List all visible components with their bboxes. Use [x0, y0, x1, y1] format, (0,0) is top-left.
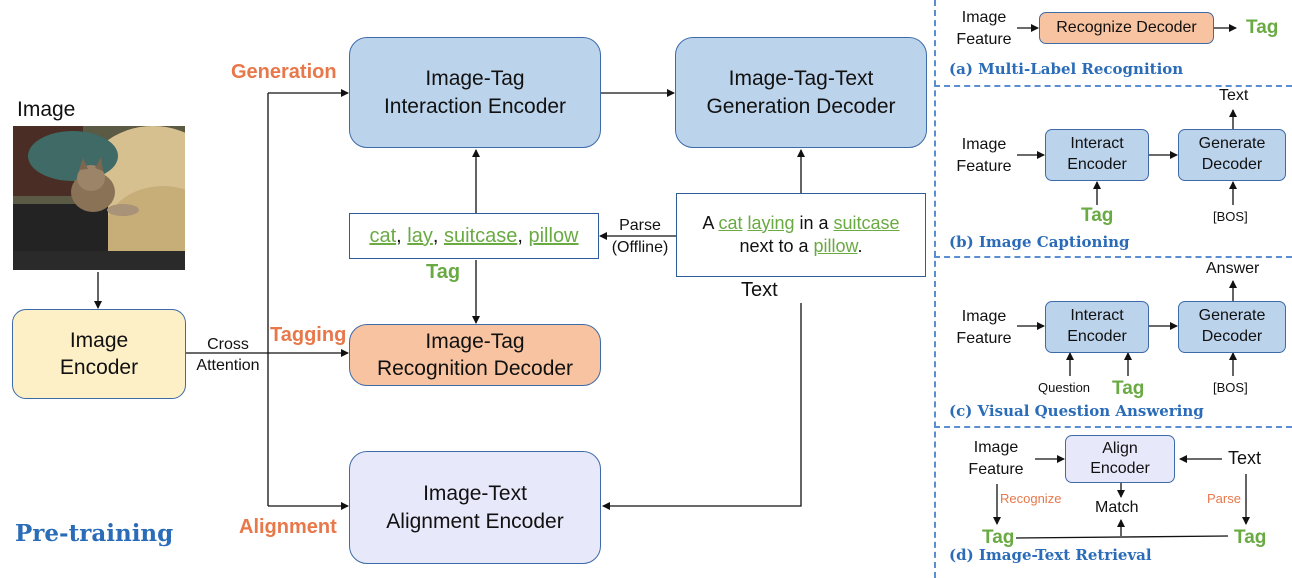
arrow-text-to-alignment — [602, 303, 802, 510]
d-image-feature-label: Image Feature — [968, 439, 1024, 478]
tags-box: cat, lay, suitcase, pillow — [349, 213, 599, 259]
caption-word-suitcase: suitcase — [833, 212, 900, 233]
caption-part: A — [702, 212, 719, 233]
caption-word-laying: laying — [747, 212, 795, 233]
d-text-label: Text — [1228, 448, 1262, 468]
alignment-label: Alignment — [239, 516, 337, 538]
b-text-output: Text — [1219, 87, 1249, 104]
d-tag-left: Tag — [982, 527, 1015, 548]
cross-attention-label: Cross Attention — [196, 336, 260, 374]
caption-part: in a — [794, 212, 834, 233]
c-image-feature-label: Image Feature — [956, 308, 1012, 347]
panel-divider-b — [934, 256, 1292, 258]
a-image-feature-label: Image Feature — [956, 9, 1012, 48]
caption-word-cat: cat — [718, 212, 743, 233]
tag-lay: lay — [407, 225, 433, 247]
image-encoder-box: Image Encoder — [12, 309, 186, 399]
c-question-label: Question — [1038, 380, 1091, 395]
d-tag-right: Tag — [1234, 527, 1267, 548]
d-parse-label: Parse — [1207, 491, 1241, 506]
caption-line-2: next to a pillow. — [739, 235, 862, 258]
c-interact-encoder-box: Interact Encoder — [1045, 301, 1149, 353]
c-generate-decoder-box: Generate Decoder — [1178, 301, 1286, 353]
alignment-encoder-box: Image-Text Alignment Encoder — [349, 451, 601, 564]
text-label: Text — [741, 279, 778, 301]
caption-part: next to a — [739, 236, 814, 256]
b-bos-label: [BOS] — [1213, 209, 1248, 224]
generation-label: Generation — [231, 61, 337, 83]
image-label: Image — [17, 98, 76, 121]
caption-part: . — [857, 236, 863, 256]
b-interact-encoder-box: Interact Encoder — [1045, 129, 1149, 181]
parse-offline-label: Parse (Offline) — [611, 217, 669, 256]
interaction-encoder-box: Image-Tag Interaction Encoder — [349, 37, 601, 148]
c-caption: (c) Visual Question Answering — [949, 402, 1204, 420]
panel-divider-a — [934, 85, 1292, 87]
tag-suitcase: suitcase — [443, 225, 518, 247]
pretraining-label: Pre-training — [15, 520, 174, 547]
recognition-decoder-box: Image-Tag Recognition Decoder — [349, 324, 601, 386]
tag-label: Tag — [426, 261, 461, 283]
b-caption: (b) Image Captioning — [949, 233, 1130, 251]
d-match-label: Match — [1095, 499, 1139, 516]
cat-photo — [13, 126, 185, 270]
generation-decoder-box: Image-Tag-Text Generation Decoder — [675, 37, 927, 148]
a-recognize-decoder-box: Recognize Decoder — [1039, 12, 1214, 44]
caption-word-pillow: pillow — [813, 236, 858, 256]
d-align-encoder-box: Align Encoder — [1065, 435, 1175, 483]
c-bos-label: [BOS] — [1213, 380, 1248, 395]
cat-photo-illustration — [13, 126, 185, 270]
tag-pillow: pillow — [528, 225, 579, 247]
tag-cat: cat — [369, 225, 397, 247]
line-d-tags — [1015, 535, 1229, 539]
b-generate-decoder-box: Generate Decoder — [1178, 129, 1286, 181]
b-tag-label: Tag — [1081, 205, 1114, 226]
tagging-label: Tagging — [270, 324, 347, 346]
c-answer-output: Answer — [1206, 260, 1260, 277]
a-tag-output: Tag — [1246, 17, 1279, 38]
caption-line-1: A cat laying in a suitcase — [702, 212, 899, 235]
caption-text-box: A cat laying in a suitcase next to a pil… — [676, 193, 926, 277]
d-caption: (d) Image-Text Retrieval — [949, 546, 1152, 564]
panel-divider-vertical — [934, 0, 936, 578]
panel-divider-c — [934, 426, 1292, 428]
d-recognize-label: Recognize — [1000, 491, 1062, 506]
b-image-feature-label: Image Feature — [956, 136, 1012, 175]
c-tag-label: Tag — [1112, 378, 1145, 399]
a-caption: (a) Multi-Label Recognition — [949, 60, 1184, 78]
